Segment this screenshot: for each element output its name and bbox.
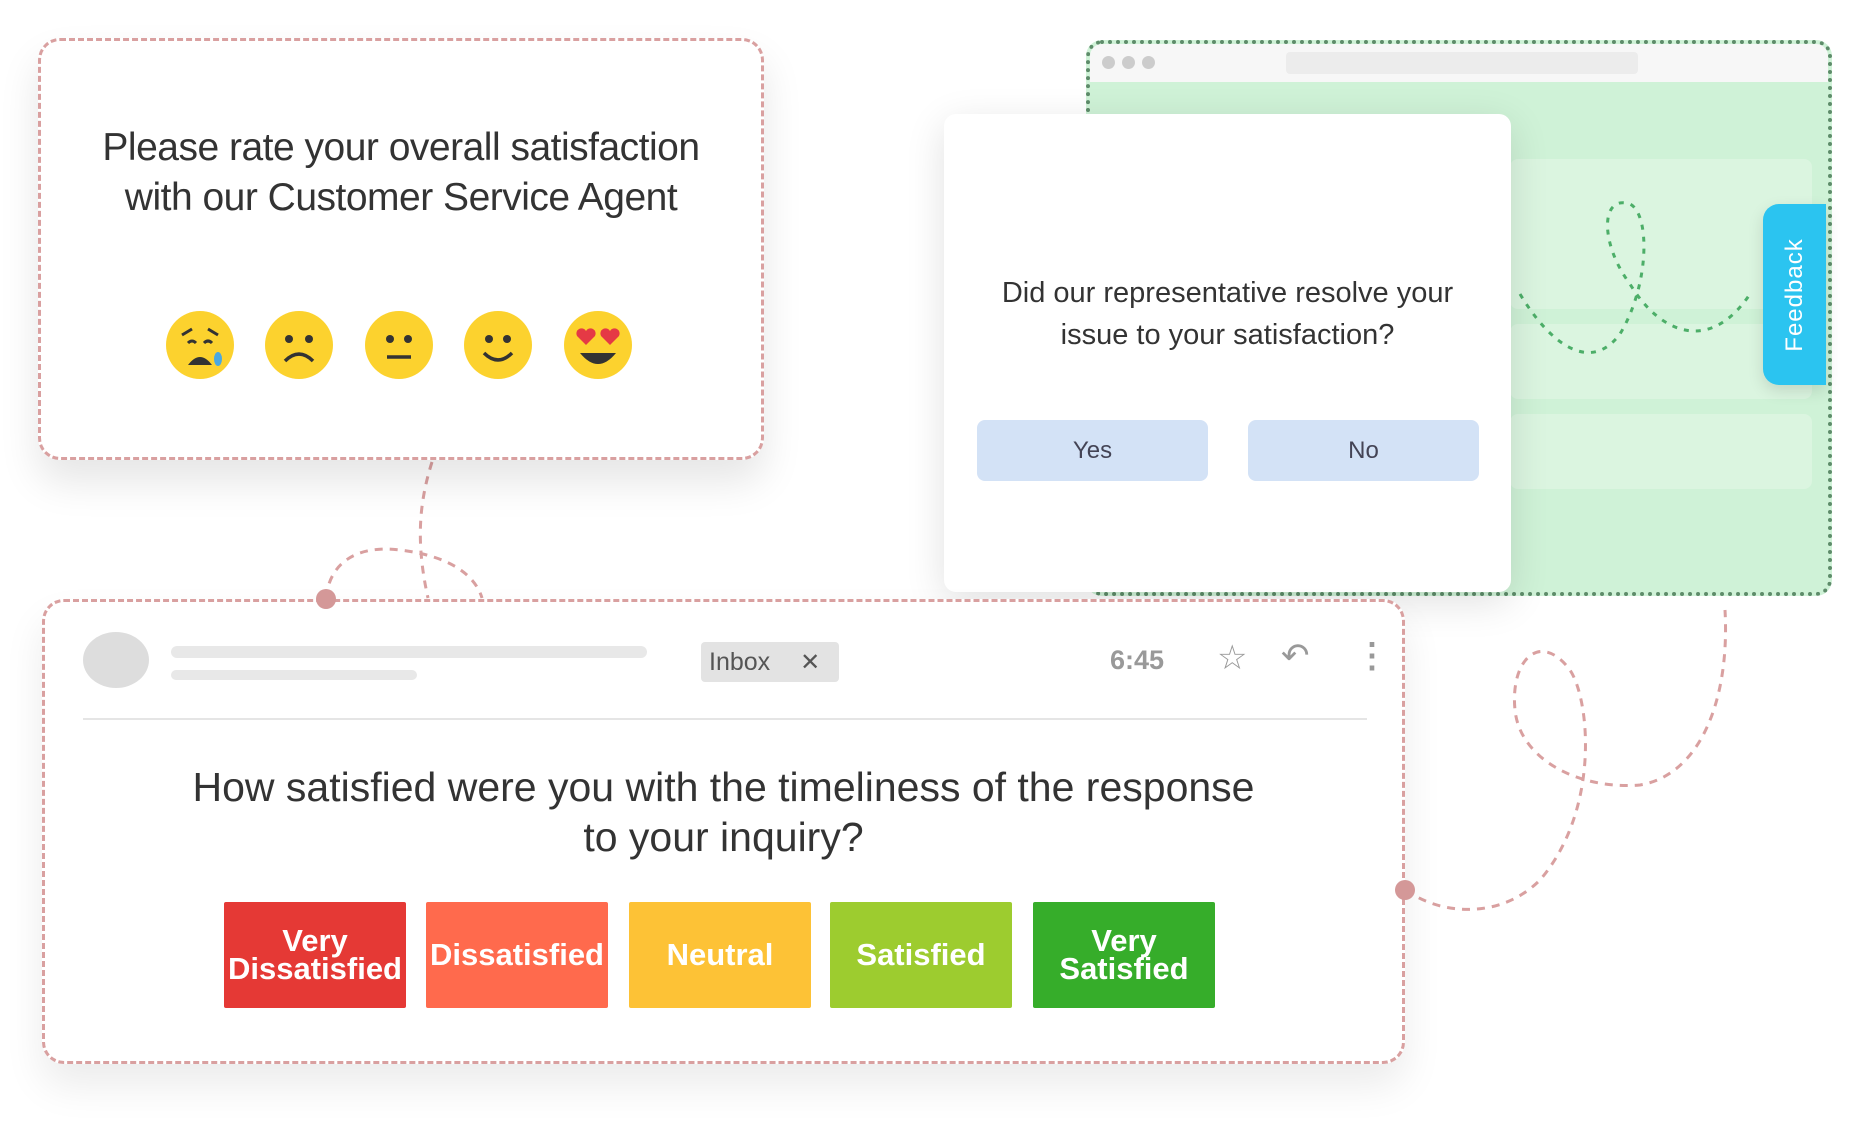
inbox-label-chip[interactable]: Inbox ✕ <box>701 642 839 682</box>
question-line: How satisfied were you with the timeline… <box>192 764 1255 810</box>
email-time: 6:45 <box>1110 645 1165 675</box>
dissatisfied-button[interactable]: Dissatisfied <box>426 902 608 1008</box>
heart-eyes-face-icon[interactable] <box>562 309 634 381</box>
placeholder-block <box>1510 159 1672 309</box>
inbox-label: Inbox <box>709 647 771 676</box>
connector-dot <box>1395 880 1415 900</box>
title-line: Please rate your overall satisfaction <box>102 126 700 169</box>
email-survey-card: Inbox ✕ 6:45 ☆ ↶ ⋮ How satisfied were you… <box>42 599 1405 1064</box>
question-line: Did our representative resolve your <box>1001 277 1454 309</box>
browser-toolbar <box>1090 44 1828 82</box>
feedback-tab[interactable]: Feedback <box>1763 204 1826 385</box>
frowning-face-icon[interactable] <box>263 309 335 381</box>
very-satisfied-button[interactable]: Very Satisfied <box>1033 902 1215 1008</box>
email-question: How satisfied were you with the timeline… <box>45 762 1402 862</box>
emoji-rating-card: Please rate your overall satisfaction wi… <box>38 38 764 460</box>
window-control-dot[interactable] <box>1102 56 1115 69</box>
sender-placeholder-line <box>171 646 647 658</box>
title-line: with our Customer Service Agent <box>124 176 678 219</box>
rating-card-title: Please rate your overall satisfaction wi… <box>41 123 761 223</box>
subject-placeholder-line <box>171 670 417 680</box>
feedback-tab-label: Feedback <box>1780 237 1808 352</box>
yes-button[interactable]: Yes <box>977 420 1208 481</box>
window-control-dot[interactable] <box>1142 56 1155 69</box>
neutral-button[interactable]: Neutral <box>629 902 811 1008</box>
crying-face-icon[interactable] <box>164 309 236 381</box>
very-dissatisfied-button[interactable]: Very Dissatisfied <box>224 902 406 1008</box>
neutral-face-icon[interactable] <box>363 309 435 381</box>
no-button[interactable]: No <box>1248 420 1479 481</box>
connector-dot <box>316 589 336 609</box>
window-control-dot[interactable] <box>1122 56 1135 69</box>
reply-icon[interactable]: ↶ <box>1281 637 1310 675</box>
address-bar[interactable] <box>1286 52 1638 74</box>
smiling-face-icon[interactable] <box>462 309 534 381</box>
modal-question: Did our representative resolve your issu… <box>944 272 1511 356</box>
close-icon[interactable]: ✕ <box>800 648 821 676</box>
question-line: to your inquiry? <box>583 814 864 860</box>
question-line: issue to your satisfaction? <box>1060 319 1395 351</box>
satisfied-button[interactable]: Satisfied <box>830 902 1012 1008</box>
more-options-icon[interactable]: ⋮ <box>1355 637 1389 675</box>
placeholder-block <box>1510 324 1812 399</box>
avatar <box>83 632 149 688</box>
placeholder-block <box>1510 414 1812 489</box>
divider <box>83 718 1367 720</box>
star-icon[interactable]: ☆ <box>1217 639 1248 677</box>
resolution-survey-modal: Did our representative resolve your issu… <box>944 114 1511 592</box>
